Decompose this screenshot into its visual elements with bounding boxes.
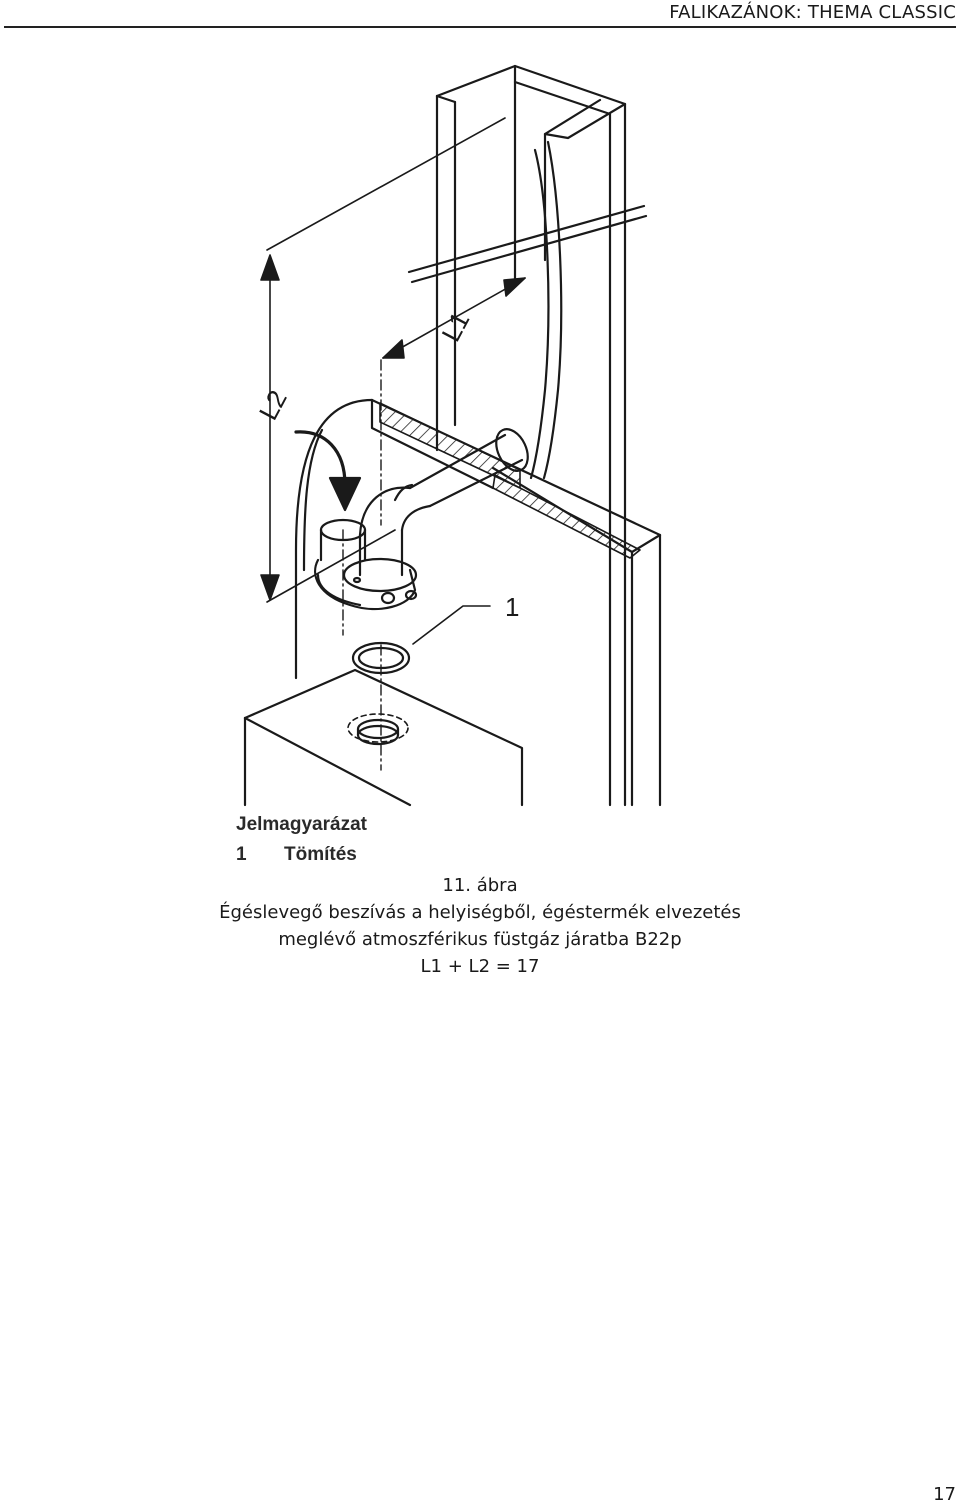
boiler-flue-outlet: [347, 713, 409, 746]
header-divider: [4, 26, 956, 28]
label-l2: L2: [253, 385, 293, 425]
wall-panel: [294, 398, 662, 807]
page-header: FALIKAZÁNOK: THEMA CLASSIC: [0, 0, 960, 28]
legend-item-label: Tömítés: [284, 844, 357, 865]
figure-caption: 11. ábra Égéslevegő beszívás a helyiségb…: [0, 872, 960, 980]
boiler-body: [243, 668, 524, 807]
callout-leader: [412, 605, 491, 645]
dimension-l2: [260, 117, 506, 603]
flue-adapter: [314, 428, 529, 610]
legend-title: Jelmagyarázat: [236, 814, 367, 835]
support-rod: [407, 204, 648, 284]
dimension-l1: [382, 277, 526, 359]
caption-formula: L1 + L2 = 17: [420, 956, 540, 977]
caption-line-2: meglévő atmoszférikus füstgáz járatba B2…: [278, 929, 682, 950]
legend-item: 1 Tömítés: [236, 840, 367, 870]
caption-line-1: Égéslevegő beszívás a helyiségből, égést…: [219, 902, 741, 923]
header-title: FALIKAZÁNOK: THEMA CLASSIC: [669, 2, 956, 23]
figure-number: 11. ábra: [442, 875, 518, 896]
legend-item-number: 1: [236, 844, 247, 865]
center-axis: [342, 359, 382, 771]
legend: Jelmagyarázat 1 Tömítés: [236, 810, 367, 870]
airflow-arrow: [294, 430, 362, 512]
label-l1: L1: [435, 307, 475, 347]
chimney-shaft: [435, 64, 627, 807]
installation-diagram: L2 L1 1: [0, 30, 960, 860]
label-callout-1: 1: [505, 592, 519, 622]
page-number: 17: [933, 1484, 956, 1505]
